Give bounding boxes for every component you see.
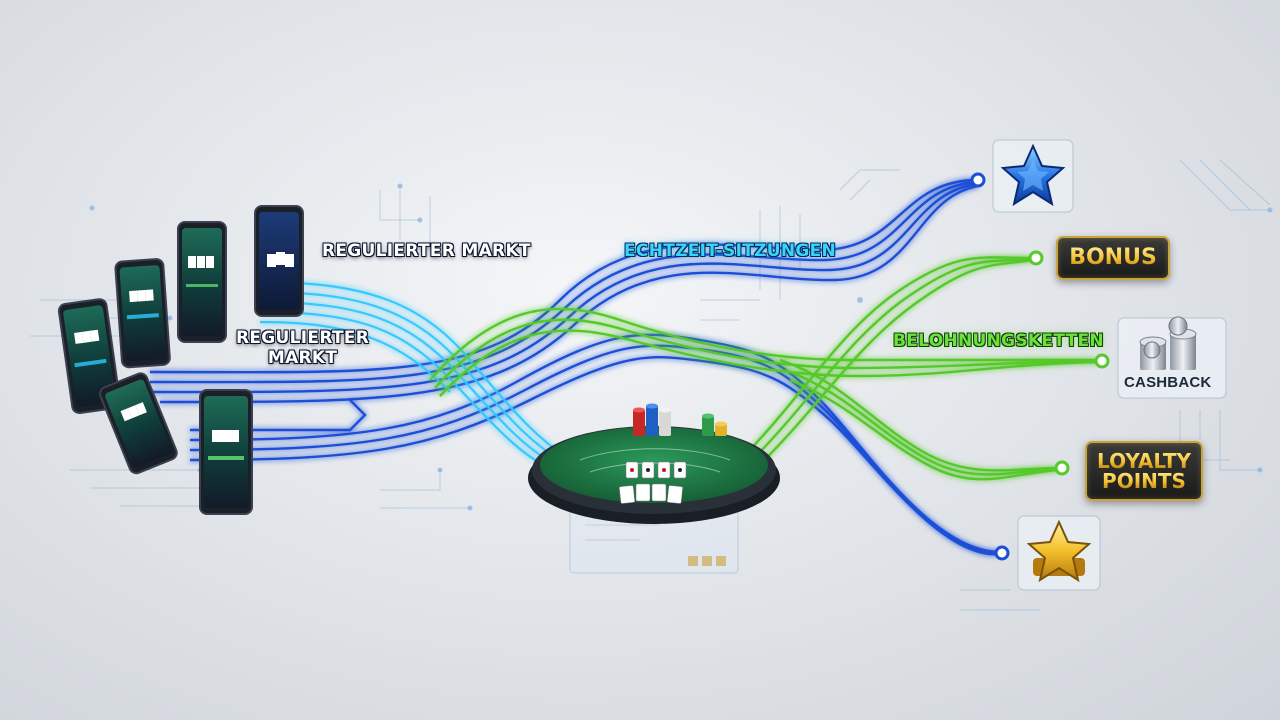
label-reward-chains: BELOHNUNGSKETTEN xyxy=(893,331,1104,351)
loyalty-label-line2: POINTS xyxy=(1102,469,1186,493)
coin-stack-icon xyxy=(1139,316,1197,370)
loyalty-points-badge: LOYALTY POINTS xyxy=(1085,441,1203,501)
label-regulated-market-left-line2: MARKT xyxy=(267,347,338,368)
label-regulated-market-top: REGULIERTER MARKT xyxy=(322,241,531,261)
cashback-label: CASHBACK xyxy=(1124,374,1212,391)
label-regulated-market-left: REGULIERTER MARKT xyxy=(236,328,370,368)
bonus-badge: BONUS xyxy=(1056,236,1170,280)
hologram-panel xyxy=(569,504,739,574)
blue-star-icon xyxy=(1000,143,1066,207)
label-realtime-sessions: ECHTZEIT-SITZUNGEN xyxy=(624,241,837,261)
gold-star-icon xyxy=(1026,519,1092,583)
loyalty-label-line1: LOYALTY xyxy=(1097,448,1191,473)
bonus-label: BONUS xyxy=(1069,244,1157,270)
flow-endpoints xyxy=(970,172,1110,561)
smartphone-icon xyxy=(57,205,304,515)
label-regulated-market-left-line1: REGULIERTER xyxy=(236,328,370,348)
casino-chips-icon xyxy=(633,403,727,436)
playing-cards-icon xyxy=(619,461,687,504)
green-flow-lines xyxy=(429,256,1101,481)
